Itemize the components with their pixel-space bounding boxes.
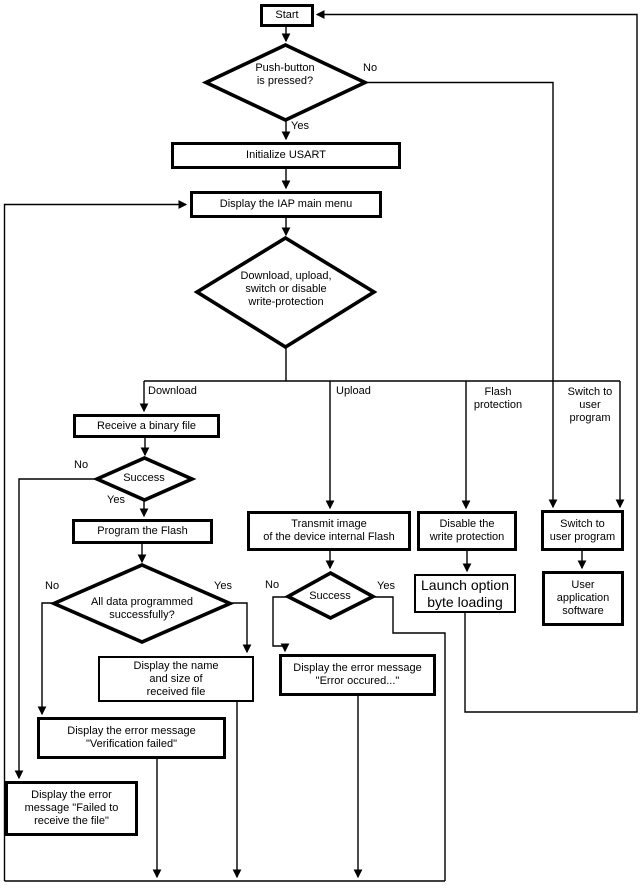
branch-flash-protection-label: Flash protection [473, 386, 523, 411]
success-download-diamond-label: Success [123, 472, 165, 484]
success-upload-yes-label: Yes [377, 580, 395, 592]
branch-upload-label: Upload [336, 385, 371, 397]
error-occured-node: Display the error message "Error occured… [279, 654, 436, 696]
display-name-size-node: Display the name and size of received fi… [98, 656, 254, 702]
start-node: Start [260, 4, 314, 27]
success-download-diamond [92, 456, 197, 502]
verification-failed-node: Display the error message "Verification … [37, 717, 226, 759]
push-button-diamond [201, 43, 370, 122]
success-upload-diamond-label: Success [309, 590, 351, 602]
push-button-no-label: No [363, 62, 378, 74]
menu-choice-diamond [193, 235, 378, 350]
success-download-yes-label: Yes [107, 494, 125, 506]
disable-write-protection-node: Disable the write protection [417, 511, 517, 551]
push-button-diamond-label: Push-button is pressed? [255, 62, 315, 87]
success-upload-no-label: No [265, 579, 280, 591]
success-download-no-label: No [74, 459, 89, 471]
decision-diamonds [49, 43, 378, 644]
all-data-diamond [49, 563, 235, 644]
all-data-yes-label: Yes [214, 580, 232, 592]
branch-download-label: Download [148, 385, 197, 397]
all-data-no-label: No [45, 580, 60, 592]
program-flash-node: Program the Flash [72, 519, 213, 544]
push-button-yes-label: Yes [291, 120, 309, 132]
initialize-usart-node: Initialize USART [171, 142, 401, 169]
display-iap-menu-node: Display the IAP main menu [190, 191, 382, 218]
user-application-node: User application software [542, 571, 624, 626]
launch-option-byte-node: Launch option byte loading [414, 574, 516, 613]
branch-switch-user-label: Switch to user program [567, 386, 613, 424]
failed-receive-node: Display the error message "Failed to rec… [5, 781, 138, 836]
transmit-image-node: Transmit image of the device internal Fl… [247, 511, 411, 551]
receive-binary-file-node: Receive a binary file [73, 414, 220, 438]
success-upload-diamond [284, 570, 377, 621]
switch-user-program-node: Switch to user program [541, 510, 624, 551]
menu-choice-diamond-label: Download, upload, switch or disable writ… [240, 270, 332, 308]
all-data-diamond-label: All data programmed successfully? [90, 596, 194, 621]
